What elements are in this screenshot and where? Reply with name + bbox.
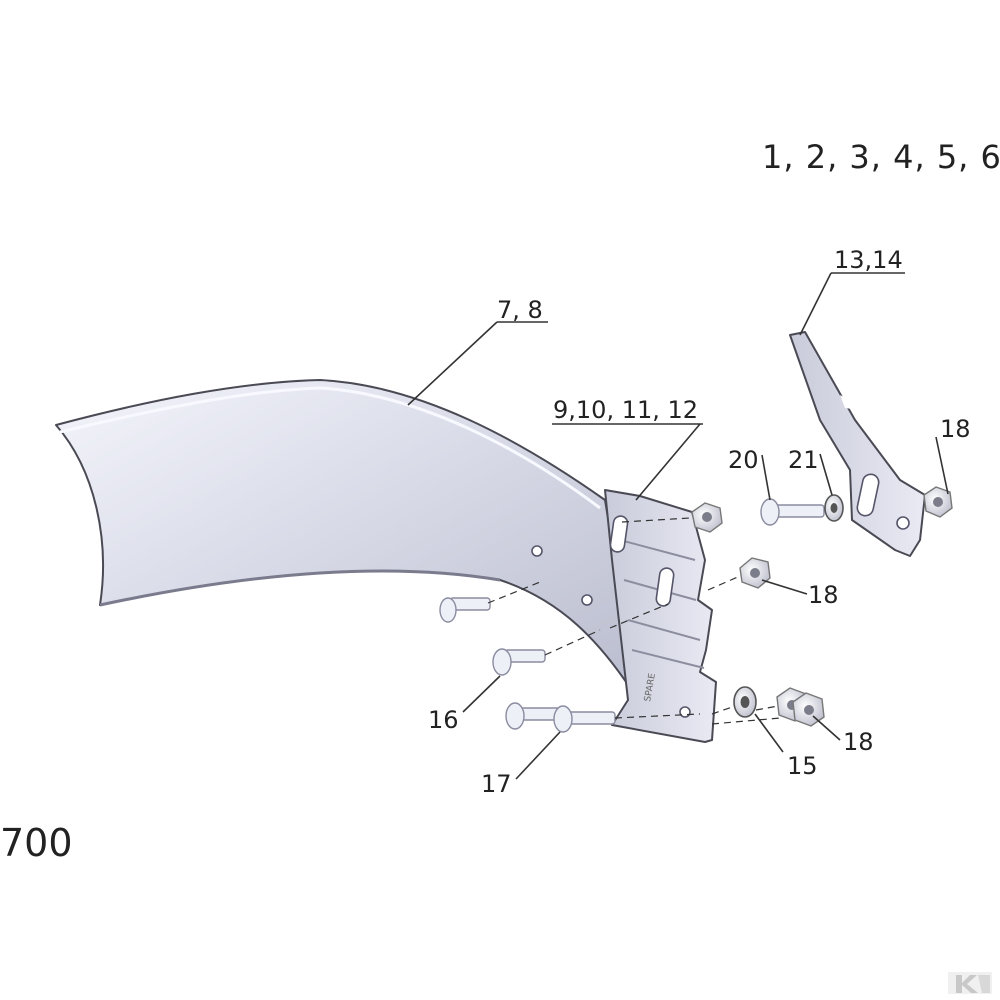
assembly-axis [544,603,669,656]
leader-washer-15 [754,713,784,753]
leader-bolt-17 [515,731,561,780]
callout-nut-18-middle: 18 [808,581,839,609]
flange-nut-18-middle [739,557,771,589]
part-range-header: 1, 2, 3, 4, 5, 6 [762,138,1000,176]
bolt-16-upper [439,597,491,623]
callout-nut-18-lower: 18 [843,728,874,756]
assembly-axis [711,717,781,725]
leader-nut-lower [812,715,841,741]
washer-15 [733,686,757,718]
flange-nut-18-lower-b [792,692,825,727]
washer-21 [824,494,844,522]
leader-shin [552,423,703,501]
callout-nut-18-landside: 18 [940,415,971,443]
bolt-16-lower [492,648,546,676]
flange-nut-18-upper [691,502,723,533]
callout-bolt-17: 17 [481,770,512,798]
svg-text:SPARE: SPARE [643,672,658,702]
mouldboard-hole [581,594,593,606]
leader-washer-21 [819,453,833,496]
assembly-axis [707,575,741,591]
leader-bolt-20 [761,454,771,501]
leader-nut-middle [761,579,808,595]
callout-shin: 9,10, 11, 12 [553,396,698,424]
brand-logo [948,972,992,994]
callout-washer-21: 21 [788,446,819,474]
shin-part: SPARE [604,489,717,743]
bolt-20 [760,498,825,526]
leader-nut-landside [935,436,949,495]
assembly-axis [614,705,736,719]
bolt-17-right [553,705,616,733]
callout-bolt-20: 20 [728,446,759,474]
landside-part [789,331,926,557]
callout-washer-15: 15 [787,752,818,780]
assembly-axis [755,705,779,711]
assembly-axis [487,581,541,604]
mouldboard-hole [531,545,543,557]
leader-bolt-16 [462,675,501,713]
model-number: 700 [0,821,73,865]
callout-mouldboard: 7, 8 [497,296,543,324]
callout-landside: 13,14 [834,246,903,274]
leader-mouldboard [407,321,548,406]
leader-landside [799,272,905,336]
callout-bolt-16: 16 [428,706,459,734]
flange-nut-18-landside [923,486,953,518]
mouldboard-part [55,379,639,711]
